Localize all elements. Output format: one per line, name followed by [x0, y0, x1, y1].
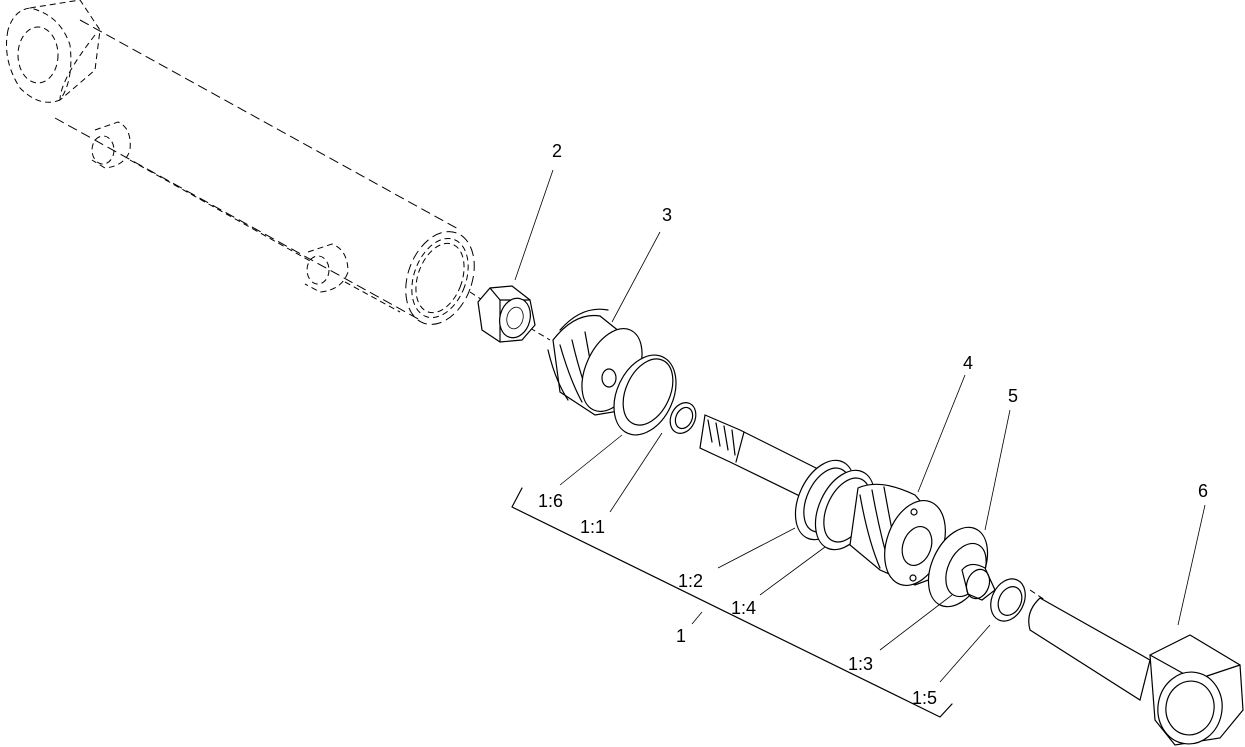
- callout-1-3: 1:3: [848, 654, 873, 674]
- wiper-seal-group: [927, 526, 996, 608]
- callout-6: 6: [1198, 481, 1208, 501]
- callout-1-4: 1:4: [731, 598, 756, 618]
- leader-lines: [514, 169, 1206, 683]
- small-rod-seal: [990, 578, 1026, 622]
- gland-part: [849, 483, 946, 587]
- callout-1-1: 1:1: [580, 517, 605, 537]
- axis-line-c: [1029, 589, 1046, 601]
- cylinder-barrel: [6, 0, 475, 325]
- callout-3: 3: [662, 205, 672, 225]
- callout-2: 2: [552, 141, 562, 161]
- callout-5: 5: [1008, 386, 1018, 406]
- callout-1: 1: [676, 626, 686, 646]
- rod-eye-part: [1028, 597, 1244, 746]
- small-o-ring: [669, 402, 697, 434]
- callout-1-5: 1:5: [912, 688, 937, 708]
- hex-nut-part: [477, 285, 536, 343]
- callout-4: 4: [963, 353, 973, 373]
- axis-line-b: [529, 327, 551, 341]
- piston-seal-ring: [613, 354, 677, 436]
- callout-1-2: 1:2: [678, 571, 703, 591]
- callout-1-6: 1:6: [538, 491, 563, 511]
- kit-bracket: [511, 487, 953, 718]
- piston-part: [547, 308, 643, 416]
- axis-line-a: [469, 291, 491, 306]
